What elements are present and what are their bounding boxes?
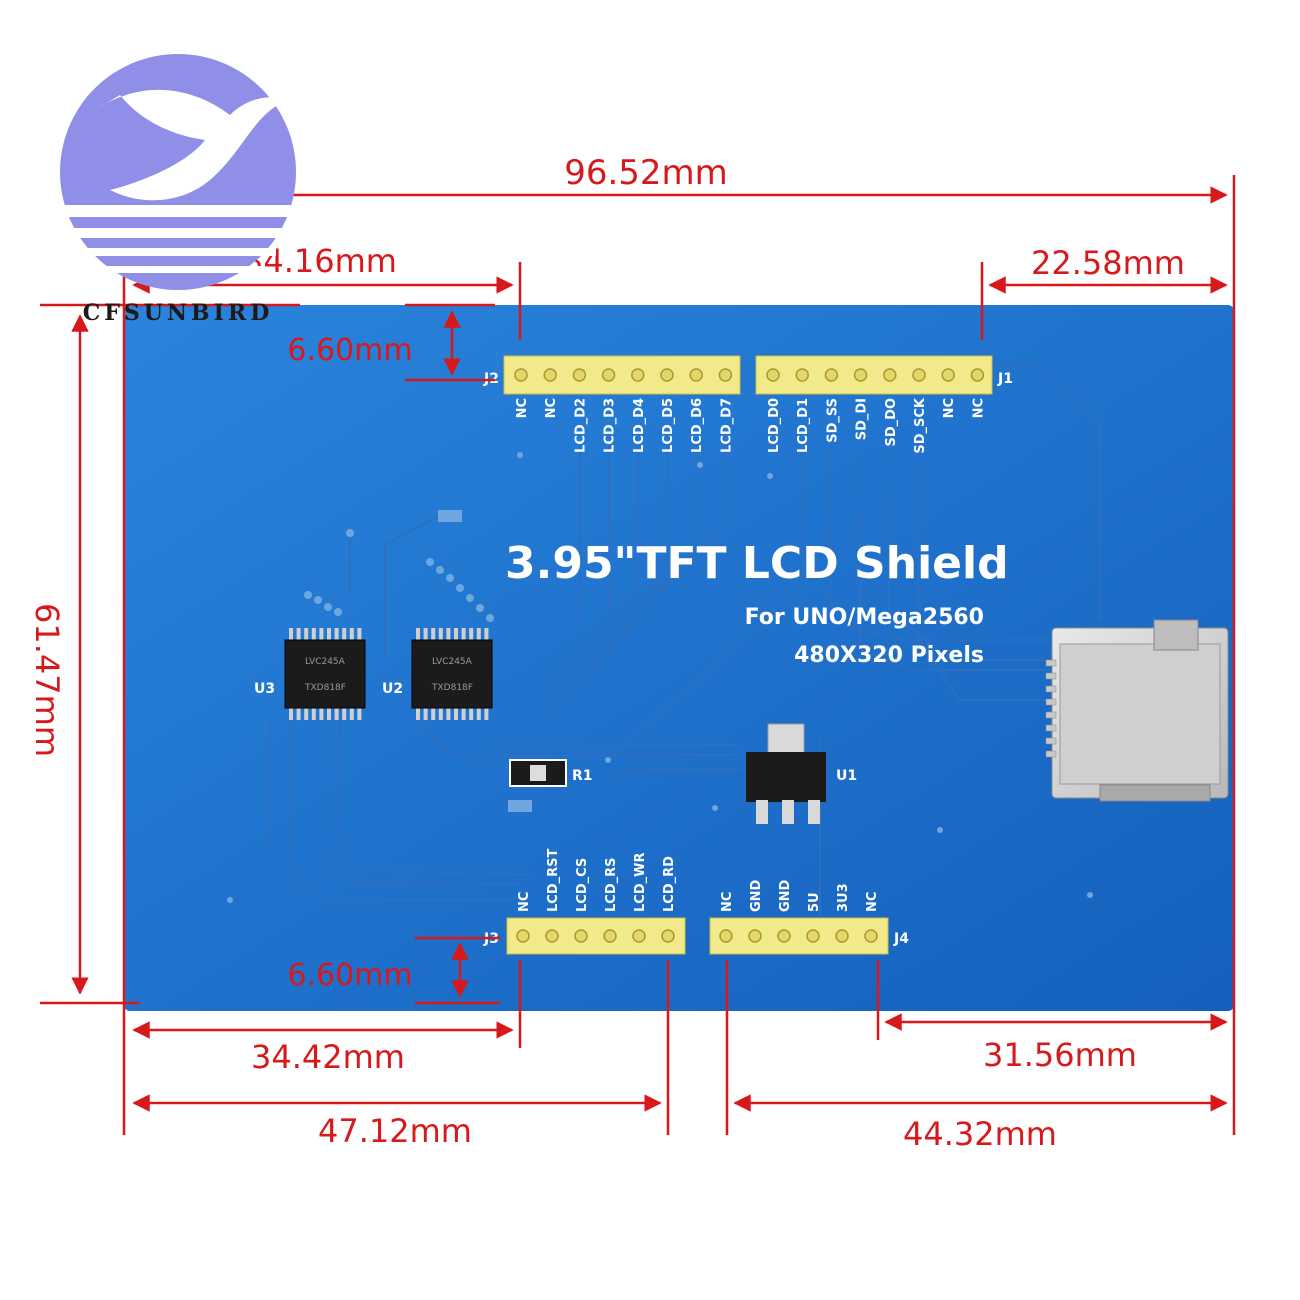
brand-name: CFSUNBIRD [83, 300, 274, 326]
dim-bottom-left-2: 47.12mm [318, 1112, 472, 1150]
brand-logo: CFSUNBIRD [60, 54, 296, 326]
j1-pin-label: SD_SCK [913, 397, 928, 454]
j4-pin-hole [777, 929, 791, 943]
j1-pin-hole [883, 368, 897, 382]
j3-pin-hole [516, 929, 530, 943]
j3-pin-label: LCD_WR [633, 853, 648, 912]
j2-pin-hole [543, 368, 557, 382]
u1-label: U1 [836, 768, 857, 784]
j2-pin-label: LCD_D4 [632, 398, 647, 453]
j1-pin-hole [824, 368, 839, 382]
header-j4: J4 [709, 917, 909, 955]
j1-pin-label: SD_DO [884, 398, 899, 447]
sd-card-slot [1045, 619, 1229, 802]
j3-pin-label: LCD_RS [604, 858, 619, 913]
j3-pin-hole [545, 929, 559, 943]
j1-pin-hole [970, 368, 985, 382]
j2-pin-label: NC [544, 398, 559, 418]
j2-pin-label: LCD_D6 [690, 398, 705, 453]
dimension-lines [40, 175, 1236, 1135]
j4-pin-label: NC [865, 892, 880, 912]
j1-pin-label: NC [971, 398, 986, 418]
j1-pin-hole [912, 368, 926, 382]
j3-pin-hole [603, 929, 617, 943]
j4-pin-label: GND [778, 879, 793, 912]
dim-bottom-right-1: 31.56mm [983, 1036, 1137, 1074]
j3-pin-label: NC [517, 892, 532, 912]
j4-pin-hole [806, 929, 820, 943]
resistor-r1: R1 [509, 759, 593, 787]
pcb-vias [227, 452, 1093, 903]
j1-pin-label: LCD_D0 [767, 398, 782, 453]
u3-marking-1: LVC245A [305, 657, 346, 667]
j2-pin-hole [514, 368, 528, 382]
j2-pin-label: LCD_D3 [603, 398, 618, 453]
u2-marking-2: TXD818F [431, 683, 473, 693]
dim-total-width: 96.52mm [564, 153, 728, 193]
dim-total-height: 61.47mm [28, 603, 66, 757]
j3-pin-hole [574, 929, 588, 943]
j1-pin-hole [853, 368, 868, 382]
r1-label: R1 [572, 768, 593, 784]
j1-pin-hole [766, 368, 780, 382]
dim-top-right-offset: 22.58mm [1031, 244, 1185, 282]
j2-pin-label: LCD_D5 [661, 398, 676, 453]
chip-u2: LVC245A TXD818F U2 [382, 628, 493, 720]
j4-pin-label: 3U3 [836, 883, 851, 912]
u2-label: U2 [382, 681, 403, 697]
test-pad [508, 800, 532, 812]
regulator-u1: U1 [746, 723, 857, 824]
j1-pin-label: SD_DI [855, 398, 870, 440]
j4-pin-hole [864, 929, 878, 943]
j1-pin-label: LCD_D1 [796, 398, 811, 453]
j2-pin-hole [718, 368, 733, 382]
pin-labels: NC NC LCD_D2 LCD_D3 LCD_D4 LCD_D5 LCD_D6 LCD_D7… [515, 397, 986, 912]
j1-label: J1 [997, 371, 1013, 387]
header-j3: J3 [483, 917, 686, 955]
u3-marking-2: TXD818F [304, 683, 346, 693]
j3-pin-hole [632, 929, 646, 943]
board-title: 3.95"TFT LCD Shield [505, 538, 1009, 589]
dim-top-header-gap: 6.60mm [287, 333, 412, 368]
j3-pin-hole [661, 929, 675, 943]
j4-pin-hole [835, 929, 849, 943]
dim-bottom-header-gap: 6.60mm [287, 958, 412, 993]
dim-bottom-right-2: 44.32mm [903, 1115, 1057, 1153]
chip-u3: LVC245A TXD818F U3 [254, 628, 366, 720]
j3-pin-label: LCD_RD [662, 856, 677, 912]
j4-pin-hole [719, 929, 733, 943]
pin-holes [514, 368, 985, 943]
u2-marking-1: LVC245A [432, 657, 473, 667]
test-pad [438, 510, 462, 522]
j4-pin-label: 5U [807, 892, 822, 912]
j2-pin-hole [689, 368, 703, 382]
j4-pin-label: GND [749, 879, 764, 912]
j2-pin-hole [660, 368, 674, 382]
dim-bottom-left-1: 34.42mm [251, 1038, 405, 1076]
j4-pin-hole [748, 929, 762, 943]
pcb-board [124, 305, 1234, 1011]
j4-label: J4 [893, 931, 909, 947]
j2-pin-label: LCD_D2 [573, 398, 588, 453]
board-subtitle-2: 480X320 Pixels [794, 643, 984, 668]
board-subtitle-1: For UNO/Mega2560 [745, 605, 984, 630]
j4-pin-label: NC [720, 892, 735, 912]
j1-pin-label: NC [942, 398, 957, 418]
j1-pin-label: SD_SS [825, 398, 840, 443]
j1-pin-hole [795, 368, 809, 382]
j2-pin-label: NC [515, 398, 530, 418]
j2-pin-hole [601, 368, 616, 382]
u3-label: U3 [254, 681, 275, 697]
j3-pin-label: LCD_RST [546, 849, 561, 912]
j2-pin-hole [631, 368, 645, 382]
j3-pin-label: LCD_CS [575, 858, 590, 912]
j2-pin-label: LCD_D7 [719, 398, 734, 453]
j2-pin-hole [572, 368, 587, 382]
j1-pin-hole [941, 368, 955, 382]
